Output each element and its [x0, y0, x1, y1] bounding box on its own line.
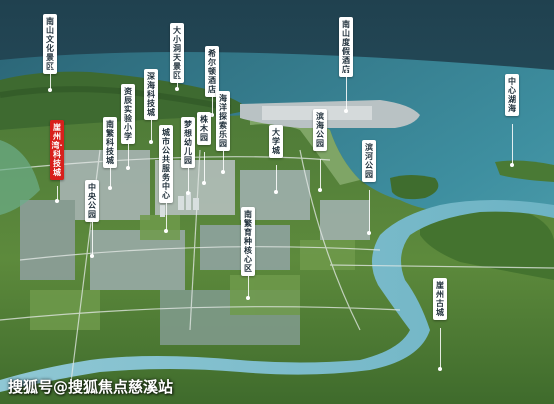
- label-stem: [91, 220, 93, 255]
- label-text: 梦想幼儿园: [181, 117, 195, 168]
- label-stem: [247, 273, 249, 297]
- label-text: 大学城: [269, 125, 283, 158]
- label-text: 株木园: [197, 112, 211, 145]
- label-dot: [438, 367, 442, 371]
- label-stem: [275, 165, 277, 191]
- label-dot: [55, 199, 59, 203]
- island-a: [390, 175, 439, 200]
- label-text: 深海科技城: [144, 69, 158, 120]
- label-text: 滨海公园: [313, 109, 327, 151]
- river-island: [420, 206, 554, 280]
- label-dot: [149, 140, 153, 144]
- label-stem: [49, 64, 51, 89]
- label-stem: [211, 96, 213, 114]
- label-dot: [510, 163, 514, 167]
- source-watermark: 搜狐号@搜狐焦点慈溪站: [8, 378, 174, 396]
- label-stem: [150, 119, 152, 141]
- label-text: 南繁科技城: [103, 117, 117, 168]
- label-text: 资辰实验小学: [121, 84, 135, 144]
- green-blocks: [30, 215, 355, 330]
- label-text: 海洋探索乐园: [216, 91, 230, 151]
- label-stem: [176, 73, 178, 88]
- label-dot: [246, 296, 250, 300]
- label-text: 希尔顿酒店: [205, 46, 219, 97]
- label-stem: [368, 190, 370, 232]
- label-dot: [48, 88, 52, 92]
- label-dot: [202, 181, 206, 185]
- main-river: [0, 200, 554, 392]
- label-stem: [56, 186, 58, 200]
- label-stem: [345, 67, 347, 110]
- label-dot: [108, 186, 112, 190]
- label-stem: [439, 328, 441, 368]
- label-stem: [187, 167, 189, 192]
- coastal-strip: [250, 114, 360, 185]
- label-text: 大小洞天景区: [170, 23, 184, 83]
- island-b: [495, 160, 554, 182]
- label-dot: [221, 170, 225, 174]
- label-dot: [318, 188, 322, 192]
- label-stem: [203, 152, 205, 182]
- label-stem: [511, 124, 513, 164]
- label-text: 崖州古城: [433, 278, 447, 320]
- label-dot: [164, 229, 168, 233]
- label-dot: [186, 191, 190, 195]
- western-bay: [0, 140, 40, 215]
- label-dot: [344, 109, 348, 113]
- label-stem: [222, 149, 224, 171]
- label-text: 中心湖海: [505, 74, 519, 116]
- label-dot: [175, 87, 179, 91]
- label-dot: [274, 190, 278, 194]
- label-dot: [90, 254, 94, 258]
- label-text: 城市公共服务中心: [159, 125, 173, 203]
- label-text: 中央公园: [85, 180, 99, 222]
- label-stem: [127, 142, 129, 167]
- label-stem: [165, 200, 167, 230]
- label-stem: [109, 167, 111, 187]
- label-dot: [210, 113, 214, 117]
- label-text: 崖州湾·科技城: [50, 120, 64, 180]
- label-dot: [126, 166, 130, 170]
- label-text: 滨河公园: [362, 140, 376, 182]
- label-text: 南繁育种核心区: [241, 207, 255, 276]
- label-stem: [319, 159, 321, 189]
- label-dot: [367, 231, 371, 235]
- towers: [160, 192, 199, 217]
